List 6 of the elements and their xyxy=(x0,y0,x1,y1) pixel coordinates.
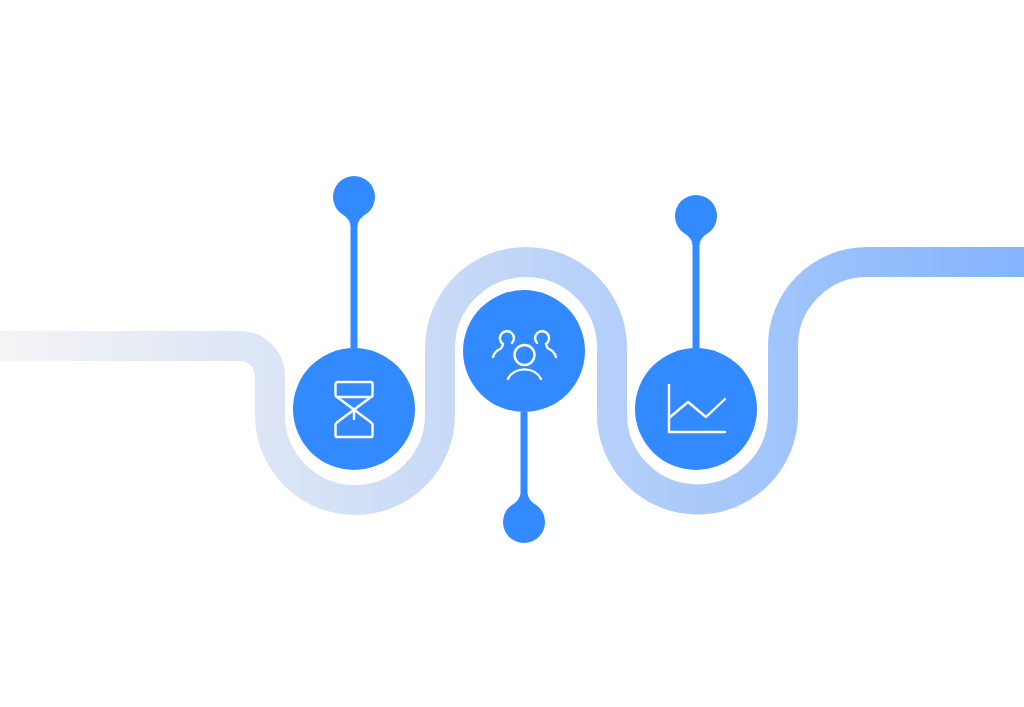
connector-line xyxy=(350,229,358,348)
pin-marker xyxy=(503,490,545,543)
pin-marker xyxy=(675,195,717,248)
pin-marker xyxy=(333,176,375,229)
connector-line xyxy=(692,248,700,348)
connector-line xyxy=(520,412,528,490)
